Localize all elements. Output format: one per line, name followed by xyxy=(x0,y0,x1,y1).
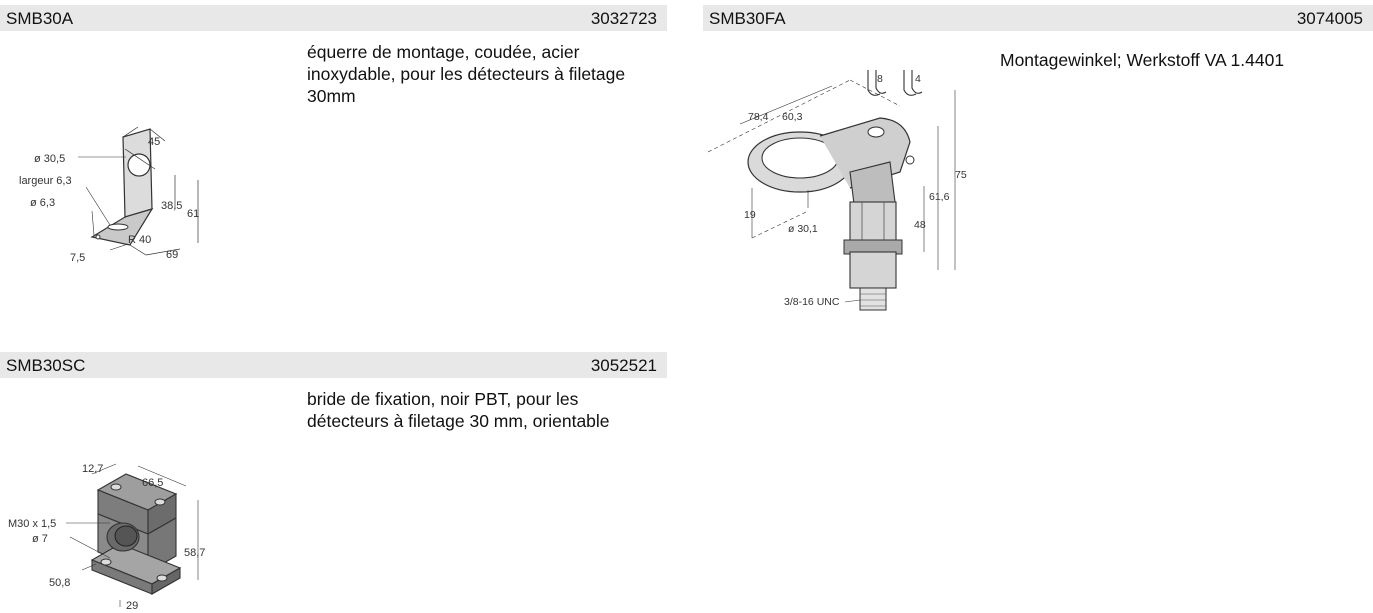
product-header-smb30a: SMB30A 3032723 xyxy=(0,5,667,31)
product-id: 3032723 xyxy=(590,9,657,28)
dimension-label: 7,5 xyxy=(70,252,85,264)
smb30fa-drawing: 8 4 78,4 60,3 75 61,6 48 19 ø 30,1 3/8-1… xyxy=(707,70,967,311)
product-description: bride de fixation, noir PBT, pour les dé… xyxy=(307,389,610,431)
dimension-label: 61,6 xyxy=(929,191,950,203)
product-header-smb30fa: SMB30FA 3074005 xyxy=(703,5,1373,31)
product-name: SMB30A xyxy=(6,9,74,28)
dimension-label: 38,5 xyxy=(161,200,182,212)
dimension-label: ø 6,3 xyxy=(30,197,55,209)
dimension-label: 61 xyxy=(187,208,199,220)
dimension-label: 66,5 xyxy=(142,477,163,489)
dimension-label: 29 xyxy=(126,600,138,612)
product-description: équerre de montage, coudée, acier inoxyd… xyxy=(307,42,626,106)
dimension-label: 48 xyxy=(914,219,926,231)
dimension-label: ø 30,5 xyxy=(34,153,65,165)
product-header-smb30sc: SMB30SC 3052521 xyxy=(0,352,667,378)
dimension-label: 60,3 xyxy=(782,111,803,123)
dimension-label: ø 7 xyxy=(32,533,48,545)
dimension-label: 75 xyxy=(955,169,967,181)
product-name: SMB30SC xyxy=(6,356,86,375)
dimension-label: 4 xyxy=(915,73,921,85)
dimension-label: M30 x 1,5 xyxy=(8,518,56,530)
dimension-label: 3/8-16 UNC xyxy=(784,296,840,308)
smb30a-drawing: 45 ø 30,5 largeur 6,3 ø 6,3 38,5 61 R 40… xyxy=(19,126,199,264)
dimension-label: ø 30,1 xyxy=(788,223,818,235)
product-description: Montagewinkel; Werkstoff VA 1.4401 xyxy=(1000,50,1285,70)
dimension-label: 69 xyxy=(166,249,178,261)
dimension-label: R 40 xyxy=(128,234,151,246)
smb30sc-drawing: 12,7 66,5 M30 x 1,5 ø 7 58,7 50,8 29 xyxy=(8,463,205,612)
dimension-label: 58,7 xyxy=(184,547,205,559)
product-name: SMB30FA xyxy=(709,9,786,28)
dimension-label: largeur 6,3 xyxy=(19,175,72,187)
dimension-label: 8 xyxy=(877,73,883,85)
dimension-label: 78,4 xyxy=(748,111,769,123)
dimension-label: 45 xyxy=(148,136,160,148)
dimension-label: 12,7 xyxy=(82,463,103,475)
product-id: 3074005 xyxy=(1296,9,1363,28)
product-id: 3052521 xyxy=(590,356,657,375)
dimension-label: 19 xyxy=(744,209,756,221)
dimension-label: 50,8 xyxy=(49,577,70,589)
